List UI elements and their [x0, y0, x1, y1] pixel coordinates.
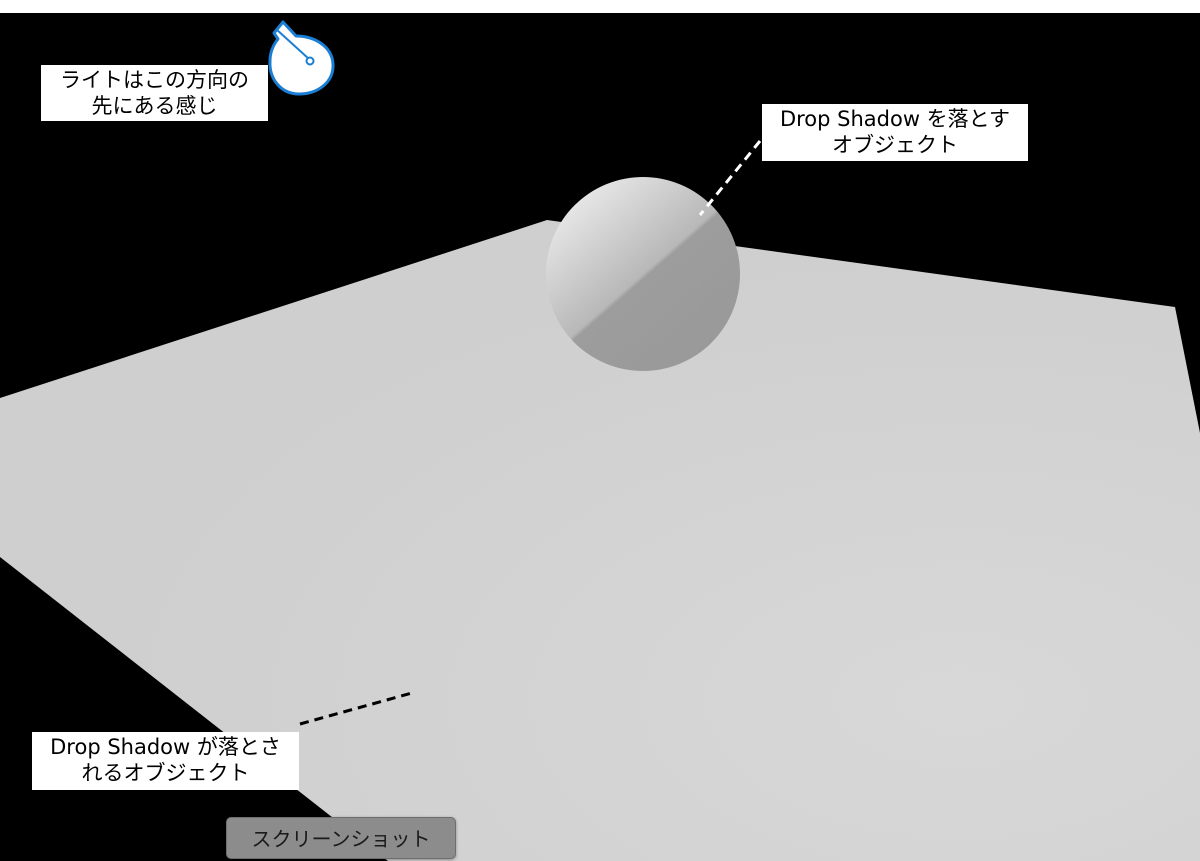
light-label-line-2: 先にある感じ [91, 94, 218, 118]
light-direction-label: ライトはこの方向の 先にある感じ [41, 65, 268, 121]
scene-viewport[interactable]: ライトはこの方向の 先にある感じ Drop Shadow を落とす オブジェクト… [0, 13, 1200, 861]
receiver-label-line-2: れるオブジェクト [81, 761, 250, 785]
light-label-line-1: ライトはこの方向の [60, 68, 249, 92]
receiver-label-line-1: Drop Shadow が落とさ [50, 735, 281, 759]
sphere-object [546, 177, 740, 371]
scene-canvas[interactable] [0, 13, 1200, 861]
light-bulb-icon[interactable] [268, 20, 335, 96]
shadow-caster-label: Drop Shadow を落とす オブジェクト [762, 104, 1028, 161]
receiver-pointer-line [299, 691, 413, 726]
ground-plane [0, 220, 1200, 861]
caster-label-line-1: Drop Shadow を落とす [779, 107, 1011, 131]
caster-pointer-line [698, 140, 762, 216]
caster-label-line-2: オブジェクト [832, 133, 958, 157]
shadow-receiver-label: Drop Shadow が落とさ れるオブジェクト [32, 732, 299, 790]
screenshot-button[interactable]: スクリーンショット [226, 817, 456, 859]
